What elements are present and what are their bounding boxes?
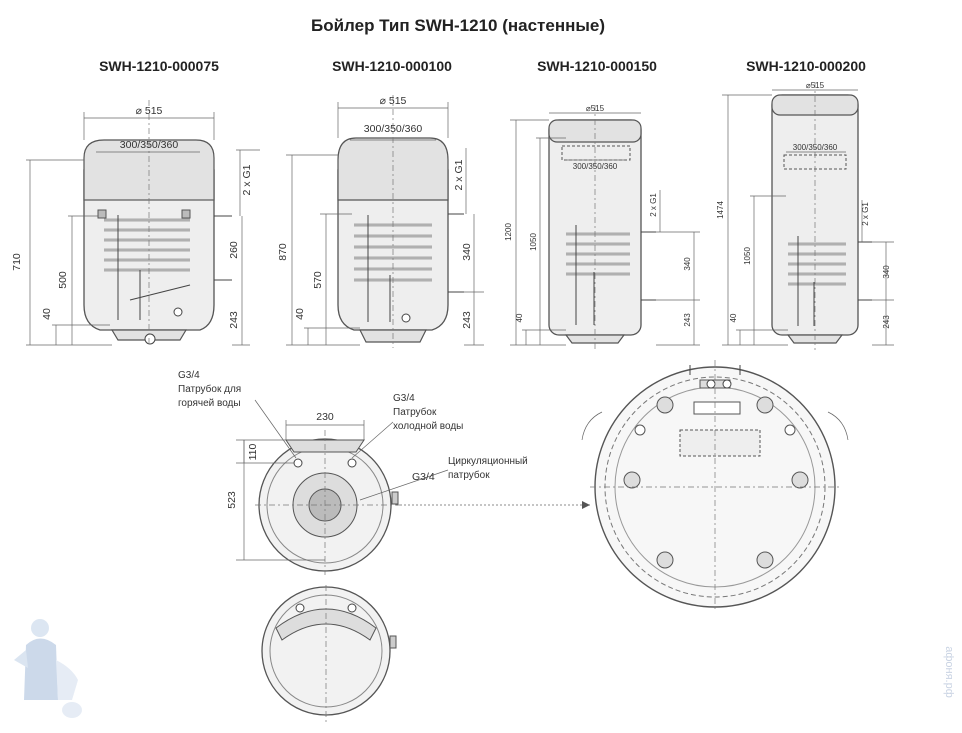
connections-label-1: 2 x G1 xyxy=(241,164,253,195)
bottom-label-1: 243 xyxy=(228,311,240,329)
cold-label-2: холодной воды xyxy=(393,421,463,432)
height3-label-4: 40 xyxy=(729,313,738,322)
heating-coil-1 xyxy=(104,215,191,320)
height2-label-4: 1050 xyxy=(743,247,752,265)
plan-depth-label: 523 xyxy=(226,491,238,509)
mount-label-4: 300/350/360 xyxy=(793,143,838,152)
height2-label-1: 500 xyxy=(57,271,69,289)
diameter-label-3: ⌀515 xyxy=(586,104,605,113)
heating-coil-4 xyxy=(788,236,846,326)
bottom-label-4: 243 xyxy=(882,315,891,329)
hot-label-2: горячей воды xyxy=(178,398,241,409)
connections-label-3: 2 x G1 xyxy=(649,193,658,217)
height3-label-1: 40 xyxy=(41,308,53,320)
height2-label-2: 570 xyxy=(312,271,324,289)
flange-detail-view xyxy=(581,360,849,610)
drawing-title: Бойлер Тип SWH-1210 (настенные) xyxy=(311,16,605,35)
model-label-4: SWH-1210-000200 xyxy=(746,58,866,74)
cold-size-label: G3/4 xyxy=(393,393,415,404)
height-label-2: 870 xyxy=(277,243,289,261)
coil-label-1: 260 xyxy=(228,241,240,259)
mount-label-3: 300/350/360 xyxy=(573,162,618,171)
connections-label-2: 2 x G1 xyxy=(453,159,465,190)
connections-label-4: 2 x G1 xyxy=(861,202,870,226)
height3-label-3: 40 xyxy=(515,313,524,322)
diameter-label-2: ⌀ 515 xyxy=(380,95,407,107)
bottom-label-2: 243 xyxy=(461,311,473,329)
diameter-label-4: ⌀515 xyxy=(806,81,825,90)
height2-label-3: 1050 xyxy=(529,233,538,251)
hot-label-1: Патрубок для xyxy=(178,383,241,395)
plumber-mascot-logo xyxy=(14,619,82,718)
diameter-label-1: ⌀ 515 xyxy=(136,105,163,117)
bottom-view-plan xyxy=(236,399,590,575)
plan-offset-label: 110 xyxy=(247,443,259,460)
height3-label-2: 40 xyxy=(294,308,306,320)
circ-size-label: G3/4 xyxy=(412,471,435,483)
coil-label-4: 340 xyxy=(882,265,891,279)
bottom-label-3: 243 xyxy=(683,313,692,327)
bottom-section-view xyxy=(261,585,397,722)
boiler-75-elevation xyxy=(26,100,260,346)
model-label-2: SWH-1210-000100 xyxy=(332,58,452,74)
model-label-3: SWH-1210-000150 xyxy=(537,58,657,74)
cold-label-1: Патрубок xyxy=(393,406,437,418)
boiler-100-elevation xyxy=(286,95,484,348)
coil-label-3: 340 xyxy=(683,257,692,271)
mount-label-2: 300/350/360 xyxy=(364,123,423,135)
heating-coil-3 xyxy=(566,225,630,325)
coil-label-2: 340 xyxy=(461,243,473,261)
circ-label-1: Циркуляционный xyxy=(448,456,528,467)
watermark-text: афоня.рф xyxy=(943,646,955,698)
hot-size-label: G3/4 xyxy=(178,370,200,381)
height-label-4: 1474 xyxy=(716,201,725,219)
boiler-150-elevation xyxy=(510,105,700,350)
height-label-3: 1200 xyxy=(504,223,513,241)
mount-label-1: 300/350/360 xyxy=(120,139,179,151)
plan-width-label: 230 xyxy=(316,411,334,423)
model-label-1: SWH-1210-000075 xyxy=(99,58,219,74)
circ-label-2: патрубок xyxy=(448,469,490,481)
boiler-200-elevation xyxy=(722,82,894,350)
height-label-1: 710 xyxy=(11,253,23,271)
